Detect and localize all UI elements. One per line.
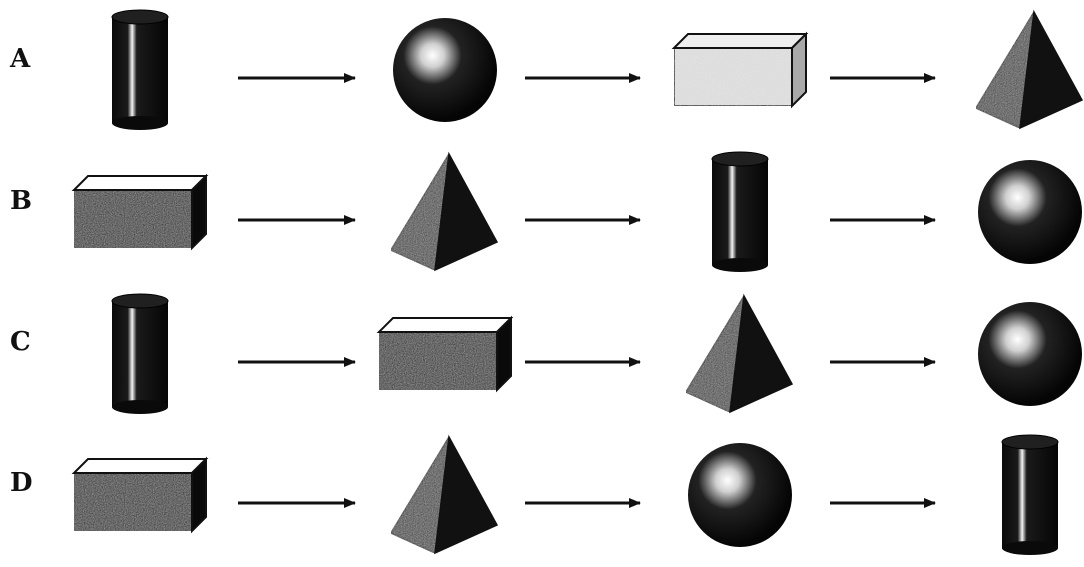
row-d-box-dark-shape <box>74 459 206 531</box>
row-label-c: C <box>10 329 31 355</box>
row-b-sphere-shape <box>978 160 1082 264</box>
row-a-sphere-shape <box>393 18 497 122</box>
row-d-cylinder-shape <box>1002 435 1058 555</box>
row-b-pyramid-dark-shape <box>391 154 497 270</box>
row-d-pyramid-dark-shape <box>391 437 497 553</box>
row-c-box-dark-shape <box>379 318 511 390</box>
row-label-b: B <box>10 188 32 214</box>
row-a-pyramid-dark-shape <box>976 12 1082 128</box>
row-c-pyramid-dark-shape <box>686 296 792 412</box>
row-b-box-dark-shape <box>74 176 206 248</box>
row-c-cylinder-shape <box>112 294 168 414</box>
row-label-d: D <box>10 470 33 496</box>
row-a-box-light-shape <box>674 34 806 106</box>
row-d-sphere-shape <box>688 443 792 547</box>
row-label-a: A <box>10 46 30 72</box>
row-a-cylinder-shape <box>112 10 168 130</box>
row-b-cylinder-shape <box>712 152 768 272</box>
row-c-sphere-shape <box>978 302 1082 406</box>
